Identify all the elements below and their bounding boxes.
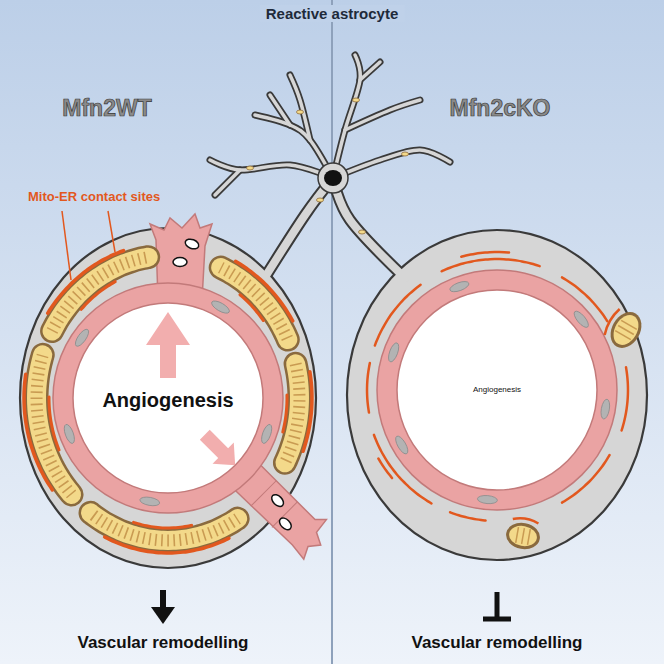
process-fill bbox=[333, 178, 405, 278]
process-outline bbox=[210, 160, 333, 178]
mitochondrion bbox=[600, 304, 647, 353]
process-fill bbox=[333, 150, 450, 178]
astrocyte-endfoot bbox=[347, 230, 647, 560]
process-outline bbox=[215, 170, 240, 195]
panel: Mfn2cKO bbox=[333, 0, 664, 664]
contact-site bbox=[303, 372, 312, 452]
process-label: Angiogenesis bbox=[473, 385, 521, 394]
panel-heading: Mfn2cKO bbox=[450, 95, 551, 121]
process-outline bbox=[262, 178, 333, 282]
title: Reactive astrocyte bbox=[260, 5, 405, 22]
process-label: Angiogenesis bbox=[102, 389, 233, 412]
contact-site bbox=[24, 374, 52, 490]
small-mitochondrion bbox=[353, 98, 360, 102]
astrocyte-nucleus bbox=[324, 170, 342, 186]
outcome-label: Vascular remodelling bbox=[411, 633, 582, 653]
small-mitochondrion bbox=[317, 198, 324, 202]
mitochondria bbox=[24, 251, 312, 553]
leader-line bbox=[62, 211, 71, 280]
contact-site bbox=[48, 251, 124, 313]
small-mitochondrion bbox=[247, 166, 254, 170]
inhibition-symbol bbox=[495, 592, 500, 617]
process-outline bbox=[333, 150, 450, 178]
callout-label: Mito-ER contact sites bbox=[28, 190, 160, 205]
blood-vessel bbox=[377, 270, 617, 510]
astrocyte-processes bbox=[210, 55, 450, 282]
small-mitochondrion bbox=[297, 110, 304, 114]
growth-arrow bbox=[194, 424, 246, 476]
process-fill bbox=[210, 160, 333, 178]
red-blood-cell bbox=[173, 258, 187, 267]
down-arrow-head bbox=[151, 607, 175, 624]
small-mitochondrion bbox=[359, 230, 366, 234]
panel: Mfn2WT bbox=[0, 0, 332, 664]
divider bbox=[331, 0, 333, 664]
contact-site bbox=[134, 522, 192, 528]
process-outline bbox=[333, 55, 360, 178]
process-fill bbox=[345, 100, 420, 130]
contact-site bbox=[49, 397, 59, 450]
process-fill bbox=[262, 178, 333, 282]
small-mitochondrion bbox=[402, 152, 409, 156]
contact-site bbox=[240, 295, 263, 321]
contact-site bbox=[283, 395, 287, 432]
contact-site bbox=[81, 282, 115, 310]
process-fill bbox=[360, 62, 380, 80]
er-fragments bbox=[367, 252, 628, 520]
outcome-label: Vascular remodelling bbox=[77, 633, 248, 653]
red-blood-cell bbox=[184, 237, 200, 250]
inhibition-symbol bbox=[483, 617, 511, 622]
panel-heading: Mfn2WT bbox=[62, 95, 151, 121]
process-fill bbox=[270, 95, 290, 125]
process-outline bbox=[360, 62, 380, 80]
leader-line bbox=[108, 211, 115, 252]
process-outline bbox=[333, 178, 405, 278]
contact-site bbox=[105, 537, 229, 553]
contact-site bbox=[236, 261, 293, 321]
astrocyte-soma bbox=[318, 163, 348, 193]
growth-arrow bbox=[146, 312, 190, 378]
astrocyte-processes bbox=[210, 55, 450, 282]
mitochondrion bbox=[504, 516, 543, 552]
process-fill bbox=[290, 75, 310, 140]
process-fill bbox=[333, 55, 360, 178]
process-fill bbox=[215, 170, 240, 195]
blood-vessel bbox=[53, 283, 283, 513]
process-outline bbox=[345, 100, 420, 130]
